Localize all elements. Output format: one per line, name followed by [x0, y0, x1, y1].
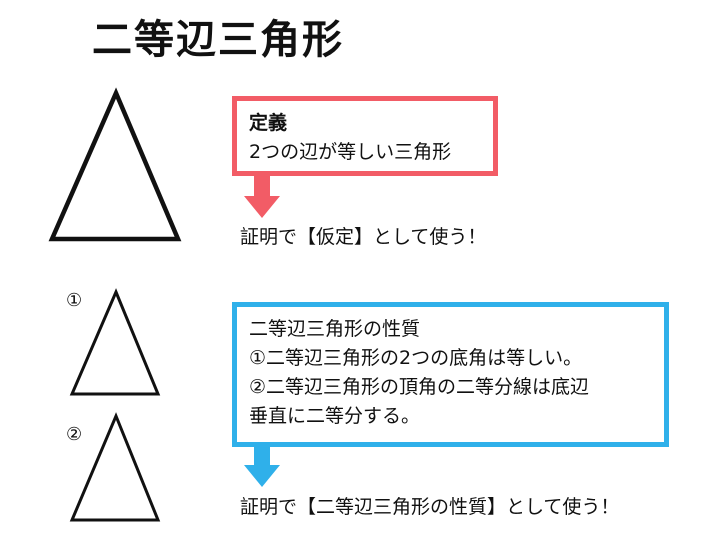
small-triangle-1: [69, 288, 161, 396]
properties-conclusion: 証明で【二等辺三角形の性質】として使う！: [240, 496, 620, 518]
definition-heading: 定義: [249, 112, 288, 134]
property-line-1: ①二等辺三角形の2つの底角は等しい。: [249, 347, 583, 369]
properties-box: 二等辺三角形の性質 ①二等辺三角形の2つの底角は等しい。 ②二等辺三角形の頂角の…: [232, 302, 669, 447]
page-title: 二等辺三角形: [92, 17, 344, 63]
red-down-arrow-icon: [244, 176, 280, 218]
definition-box: 定義 2つの辺が等しい三角形: [232, 96, 498, 176]
triangle-marker-2: ②: [66, 424, 83, 445]
large-isosceles-triangle: [48, 87, 182, 242]
triangle-marker-1: ①: [66, 290, 83, 311]
property-line-3: 垂直に二等分する。: [249, 405, 421, 427]
definition-conclusion: 証明で【仮定】として使う！: [240, 226, 487, 248]
property-line-2: ②二等辺三角形の頂角の二等分線は底辺: [249, 376, 590, 398]
blue-down-arrow-icon: [244, 447, 280, 487]
properties-heading: 二等辺三角形の性質: [249, 318, 421, 340]
definition-text: 2つの辺が等しい三角形: [249, 141, 452, 163]
small-triangle-2: [69, 412, 161, 522]
